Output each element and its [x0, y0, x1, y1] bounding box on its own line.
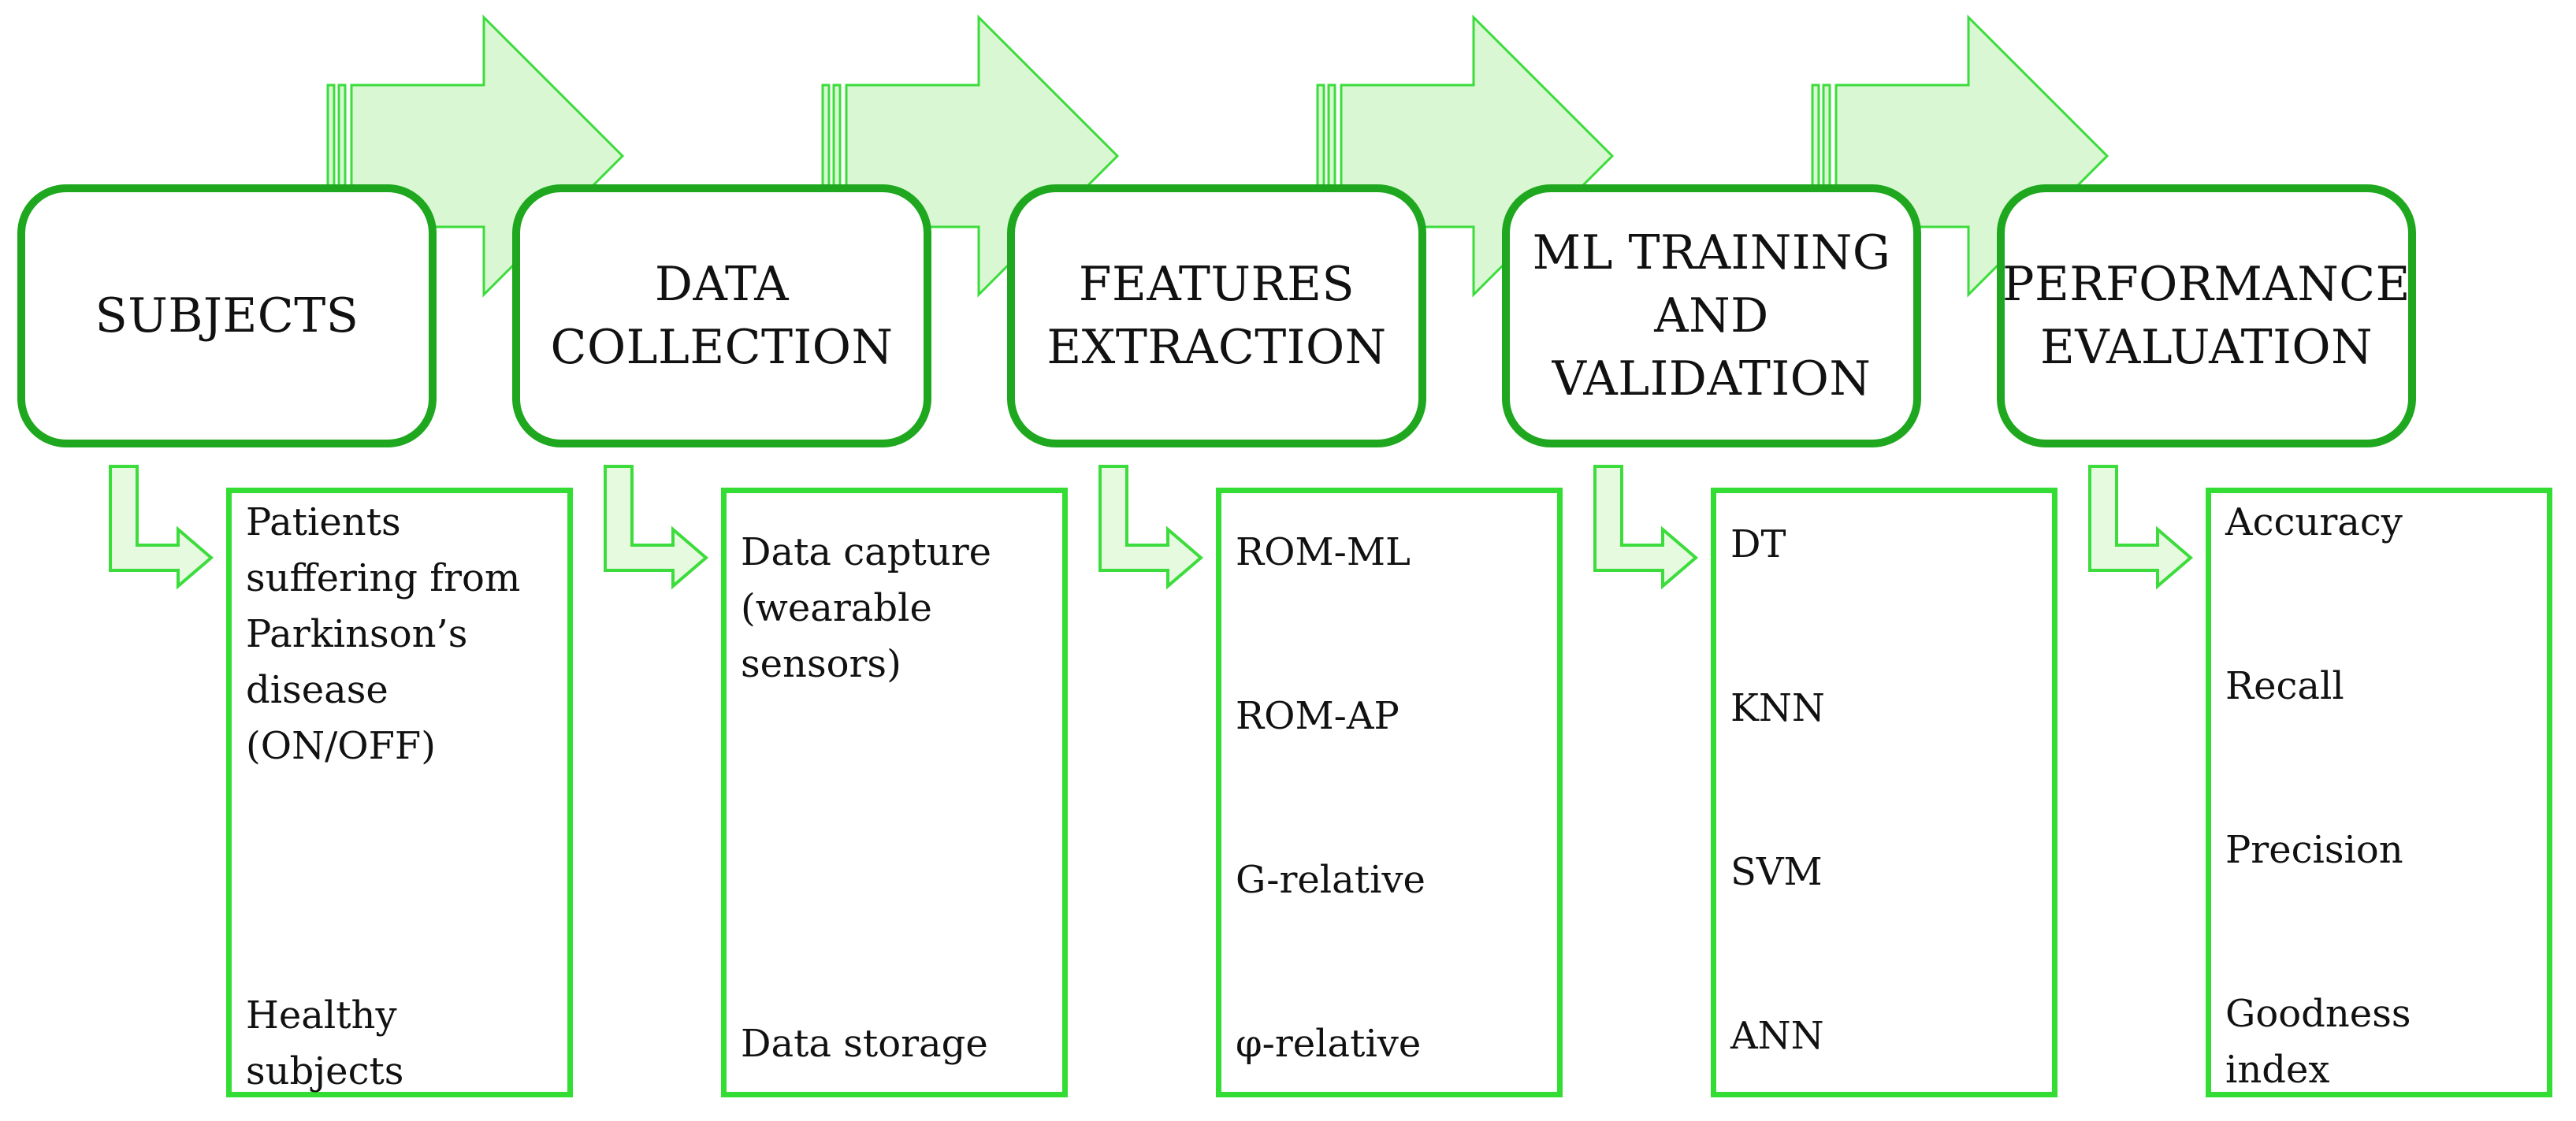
detail-item: Accuracy — [2225, 500, 2403, 544]
bent-arrow-4 — [1593, 465, 1699, 590]
detail-item: ROM-ML — [1236, 530, 1411, 574]
stage-title: ML TRAINING AND VALIDATION — [1532, 225, 1891, 406]
bent-arrow-3 — [1098, 465, 1204, 590]
stage-title: FEATURES EXTRACTION — [1046, 257, 1387, 375]
detail-item: ANN — [1730, 1014, 1824, 1058]
stage-title: SUBJECTS — [95, 288, 359, 343]
stage-box-data-collection: DATA COLLECTION — [512, 184, 931, 447]
detail-box-features-extraction: ROM-ML ROM-AP G-relative φ-relative — [1216, 488, 1563, 1097]
detail-item: Healthy subjects — [246, 993, 404, 1093]
detail-box-ml-training-validation: DT KNN SVM ANN — [1711, 488, 2057, 1097]
detail-box-data-collection: Data capture (wearable sensors) Data sto… — [721, 488, 1068, 1097]
bent-arrow-2 — [604, 465, 709, 590]
detail-item: KNN — [1730, 686, 1825, 730]
detail-item: Recall — [2225, 664, 2344, 708]
detail-item: φ-relative — [1236, 1022, 1422, 1066]
detail-box-performance-evaluation: Accuracy Recall Precision Goodness index — [2206, 488, 2552, 1097]
stage-title: PERFORMANCE EVALUATION — [2002, 257, 2411, 375]
detail-item: Goodness index — [2225, 992, 2411, 1092]
detail-item: ROM-AP — [1236, 694, 1400, 738]
detail-item: SVM — [1730, 850, 1823, 894]
detail-box-subjects: Patients suffering from Parkinson’s dise… — [226, 488, 573, 1097]
bent-arrow-1 — [109, 465, 214, 590]
bent-arrow-5 — [2088, 465, 2194, 590]
detail-item: G-relative — [1236, 858, 1426, 902]
stage-title: DATA COLLECTION — [550, 257, 894, 375]
detail-item: Data capture (wearable sensors) — [741, 530, 992, 686]
stage-box-ml-training-validation: ML TRAINING AND VALIDATION — [1502, 184, 1921, 447]
detail-item: DT — [1730, 522, 1786, 566]
stage-box-performance-evaluation: PERFORMANCE EVALUATION — [1997, 184, 2416, 447]
stage-box-features-extraction: FEATURES EXTRACTION — [1007, 184, 1426, 447]
stage-box-subjects: SUBJECTS — [17, 184, 437, 447]
detail-item: Patients suffering from Parkinson’s dise… — [246, 500, 521, 768]
detail-item: Data storage — [741, 1022, 988, 1066]
detail-item: Precision — [2225, 828, 2403, 872]
